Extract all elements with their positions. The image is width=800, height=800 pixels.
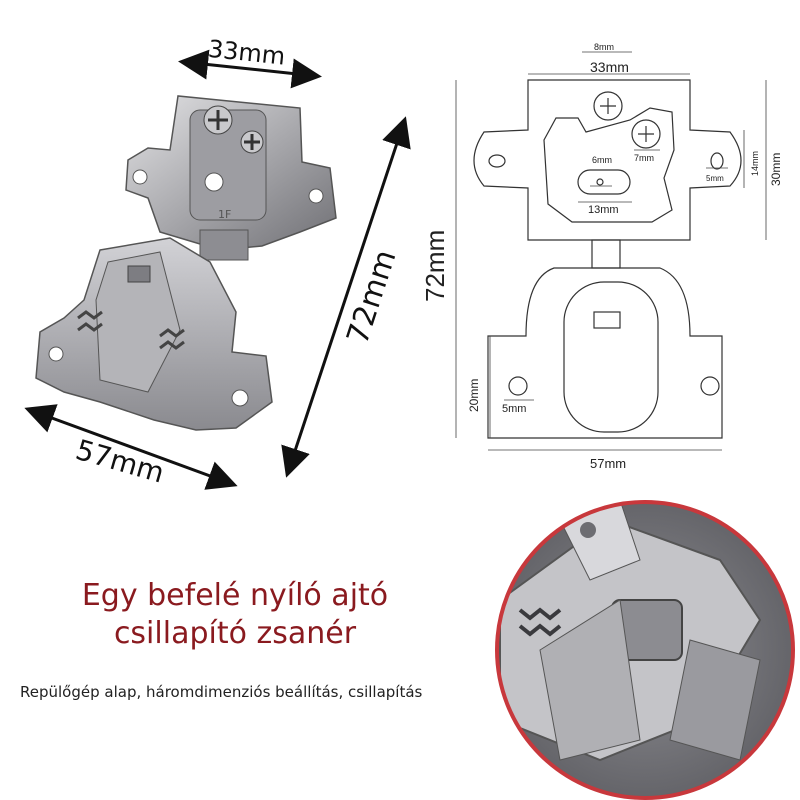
technical-drawing <box>455 51 767 451</box>
dim-label-5mm-right: 5mm <box>706 174 724 183</box>
product-title-line-1: Egy befelé nyíló ajtó <box>81 578 389 613</box>
hinge-stamp: 1F <box>218 208 231 221</box>
dim-label-8mm: 8mm <box>594 42 614 52</box>
dim-label-20mm: 20mm <box>467 379 481 412</box>
dim-label-14mm: 14mm <box>750 151 760 176</box>
drawing-dimensions: 8mm 33mm 6mm 7mm 13mm 14mm 5mm 30mm 72mm… <box>420 42 783 471</box>
dim-label-72mm-drawing: 72mm <box>420 230 450 302</box>
dim-label-7mm: 7mm <box>634 153 654 163</box>
damper-closeup <box>495 500 795 800</box>
dim-label-57mm-drawing: 57mm <box>590 456 626 471</box>
dim-label-13mm: 13mm <box>588 204 619 216</box>
product-title-line-2: csillapító zsanér <box>113 616 357 651</box>
dim-arrow-57 <box>24 404 238 490</box>
hinge-photo: 1F 33mm 72mm 57mm <box>24 35 411 490</box>
dim-arrow-33 <box>178 49 322 89</box>
dim-label-33mm-drawing: 33mm <box>590 59 629 75</box>
dim-label-6mm: 6mm <box>592 155 612 165</box>
dim-label-5mm-left: 5mm <box>502 403 526 415</box>
product-subtitle: Repülőgép alap, háromdimenziós beállítás… <box>20 683 423 701</box>
dim-arrow-72 <box>281 116 411 478</box>
dim-label-72mm-photo: 72mm <box>340 246 403 349</box>
dim-label-30mm: 30mm <box>769 153 783 186</box>
